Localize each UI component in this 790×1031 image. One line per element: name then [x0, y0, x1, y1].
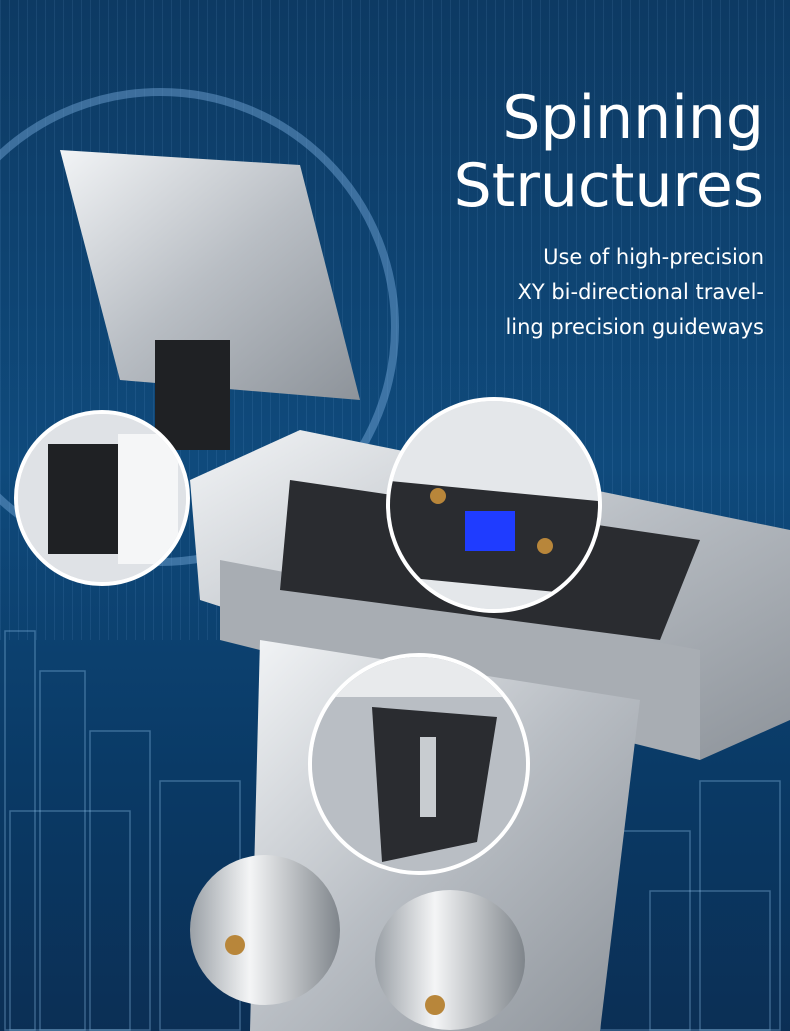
detail-circle-clamp	[386, 397, 602, 613]
headline-block: Spinning Structures Use of high-precisio…	[344, 84, 764, 345]
title-line-2: Structures	[453, 151, 764, 221]
subtitle-line: XY bi-directional travel-	[517, 280, 764, 304]
title-line-1: Spinning	[502, 83, 764, 153]
detail-circle-guideway	[14, 410, 190, 586]
detail-circle-spring	[308, 653, 530, 875]
subtitle-line: Use of high-precision	[543, 245, 764, 269]
subtitle: Use of high-precision XY bi-directional …	[344, 240, 764, 345]
subtitle-line: ling precision guideways	[505, 315, 764, 339]
